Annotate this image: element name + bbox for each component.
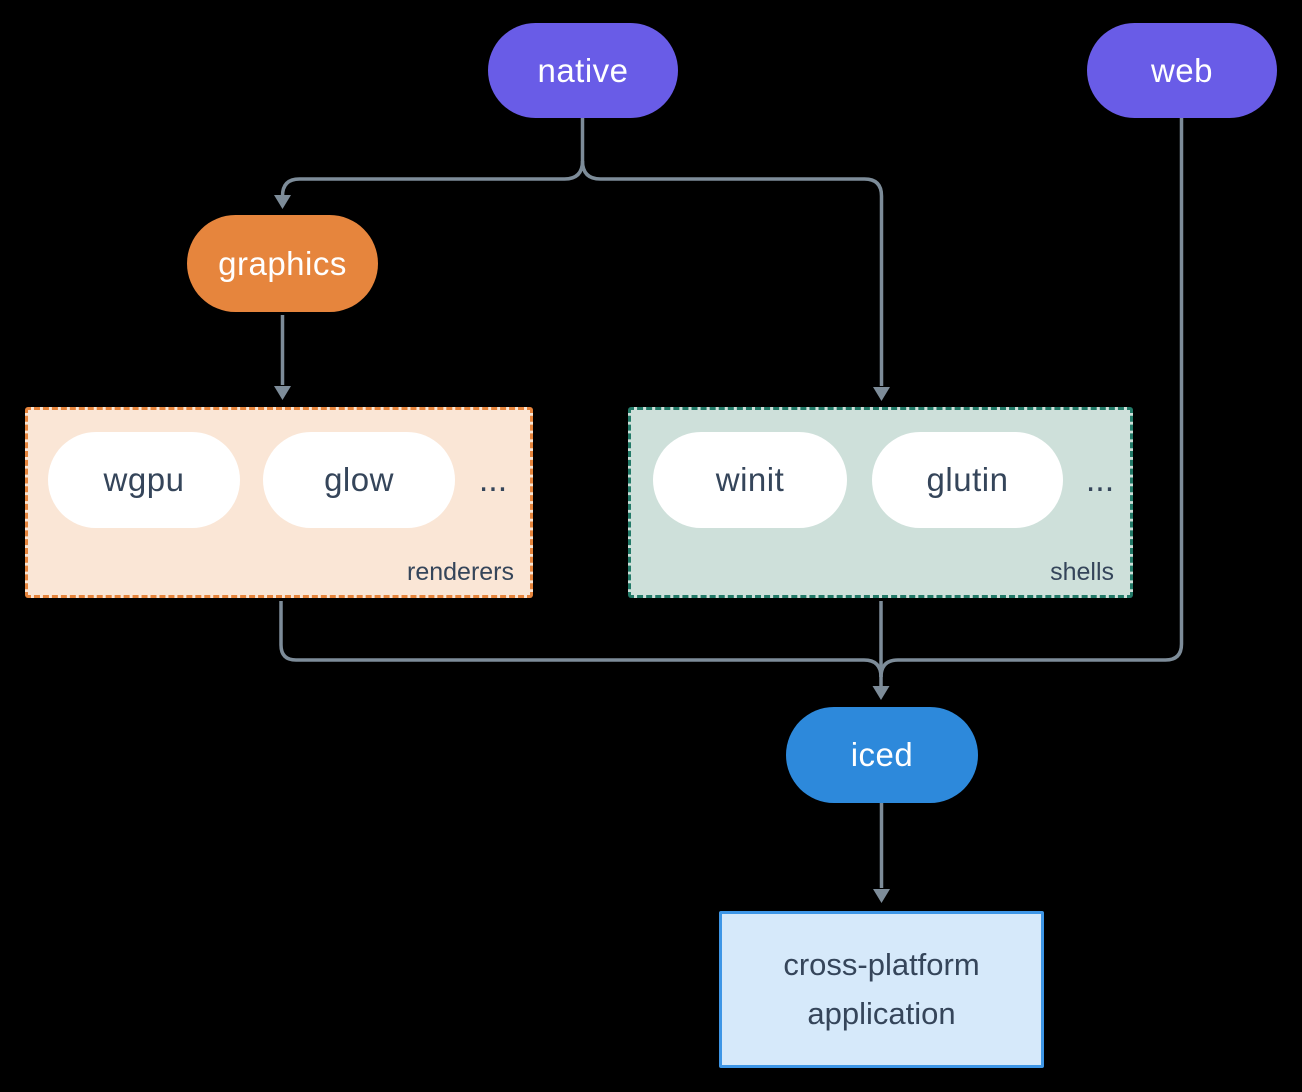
node-winit: winit: [653, 432, 847, 528]
node-wgpu-label: wgpu: [103, 461, 185, 498]
node-glow: glow: [263, 432, 455, 528]
arrowhead-graphics: [274, 195, 291, 209]
node-graphics: graphics: [187, 215, 378, 312]
node-native: native: [488, 23, 678, 118]
arrowhead-app: [873, 889, 890, 903]
group-shells: winit glutin ... shells: [628, 407, 1133, 598]
node-web: web: [1087, 23, 1277, 118]
edge-native-to-graphics: [280, 160, 585, 197]
arrowhead-iced: [872, 686, 890, 700]
node-wgpu: wgpu: [48, 432, 240, 528]
node-glutin: glutin: [872, 432, 1063, 528]
arrowhead-renderers: [274, 386, 291, 400]
node-glutin-label: glutin: [926, 461, 1009, 498]
group-renderers: wgpu glow ... renderers: [25, 407, 533, 598]
node-native-label: native: [537, 51, 629, 89]
node-iced: iced: [786, 707, 978, 803]
app-label-line1: cross-platform: [783, 947, 980, 983]
renderers-group-label: renderers: [407, 558, 514, 586]
shells-ellipsis: ...: [1085, 460, 1115, 499]
renderers-ellipsis: ...: [478, 460, 508, 499]
node-web-label: web: [1150, 51, 1214, 89]
node-winit-label: winit: [715, 461, 785, 498]
edge-renderers-to-junction: [279, 601, 883, 678]
arrowhead-shells: [873, 387, 890, 401]
node-iced-label: iced: [850, 736, 914, 773]
edge-native-to-shells: [580, 160, 884, 386]
node-cross-platform-application: cross-platform application: [719, 911, 1044, 1068]
app-label-line2: application: [807, 995, 956, 1031]
node-glow-label: glow: [324, 461, 394, 498]
shells-group-label: shells: [1050, 558, 1114, 586]
node-graphics-label: graphics: [218, 244, 347, 282]
